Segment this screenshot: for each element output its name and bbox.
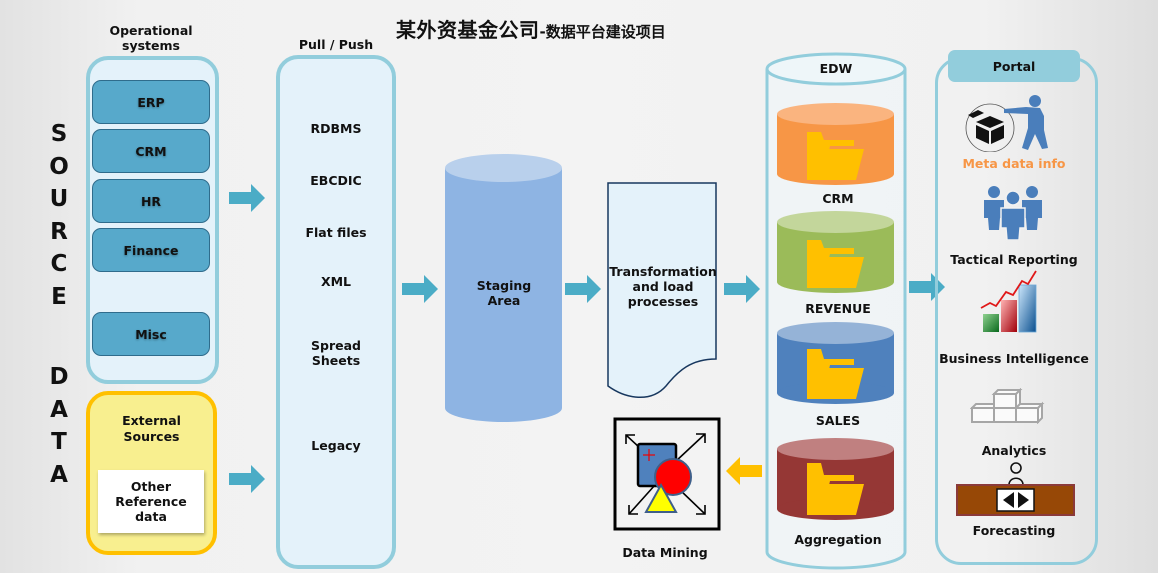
- title-main: 某外资基金公司: [396, 18, 540, 42]
- transformation-label: Transformation and load processes: [606, 264, 720, 309]
- source-type-legacy: Legacy: [311, 438, 361, 453]
- data-vertical-label: D A T A: [44, 361, 74, 491]
- line: Spread: [311, 338, 361, 353]
- arrow-left-icon: [726, 457, 762, 485]
- transformation-document[interactable]: [606, 181, 720, 403]
- metadata-icon[interactable]: [964, 92, 1054, 152]
- line: Sheets: [311, 353, 361, 368]
- op-item-crm[interactable]: CRM: [92, 129, 210, 173]
- arrow-right-icon: [229, 465, 265, 493]
- portal-item-metadata[interactable]: Meta data info: [962, 156, 1066, 171]
- source-vertical-label: S O U R C E: [44, 118, 74, 313]
- forecast-icon: [956, 462, 1075, 516]
- folder-icon: [807, 240, 864, 288]
- external-heading: External Sources: [86, 413, 217, 445]
- edw-store-sales[interactable]: [776, 321, 896, 406]
- portal-item-tactical-reporting[interactable]: Tactical Reporting: [950, 252, 1078, 267]
- source-type-xml: XML: [320, 274, 352, 289]
- edw-store-label-sales: SALES: [815, 413, 861, 428]
- op-item-hr[interactable]: HR: [92, 179, 210, 223]
- source-type-spreadsheets: Spread Sheets: [278, 338, 394, 368]
- other-reference-data-box[interactable]: Other Reference data: [98, 470, 204, 533]
- heading-line: Sources: [123, 429, 180, 444]
- letter: C: [50, 251, 68, 277]
- line: Area: [487, 293, 521, 308]
- letter: S: [50, 121, 68, 147]
- op-item-misc[interactable]: Misc: [92, 312, 210, 356]
- edw-store-label-aggregation: Aggregation: [794, 532, 882, 547]
- data-mining-label: Data Mining: [622, 545, 708, 560]
- title-sub: -数据平台建设项目: [539, 23, 666, 41]
- edw-heading: EDW: [819, 61, 853, 76]
- line: Transformation: [609, 264, 717, 279]
- ref-line: data: [135, 509, 167, 524]
- line: processes: [627, 294, 699, 309]
- line: Staging: [476, 278, 532, 293]
- bar-chart-icon: [980, 270, 1037, 333]
- letter: E: [51, 283, 67, 310]
- portal-heading: Portal: [948, 50, 1080, 82]
- pull-push-group: [276, 55, 396, 569]
- source-type-ebcdic: EBCDIC: [310, 173, 362, 188]
- letter: U: [49, 186, 69, 212]
- arrow-right-icon: [565, 275, 601, 303]
- source-type-rdbms: RDBMS: [310, 121, 362, 136]
- pull-push-heading: Pull / Push: [298, 37, 374, 52]
- letter: D: [49, 364, 69, 390]
- arrow-right-icon: [229, 184, 265, 212]
- line: and load: [632, 279, 694, 294]
- edw-store-label-crm: CRM: [822, 191, 854, 206]
- page-title: 某外资基金公司-数据平台建设项目: [396, 14, 666, 43]
- staging-area-label: Staging Area: [444, 278, 564, 308]
- ref-line: Other: [130, 479, 172, 494]
- letter: A: [50, 396, 68, 423]
- edw-store-crm[interactable]: [776, 102, 896, 187]
- letter: A: [50, 461, 68, 488]
- edw-store-label-revenue: REVENUE: [805, 301, 871, 316]
- letter: O: [49, 153, 69, 180]
- heading-line: Operational: [109, 23, 193, 38]
- source-type-flat-files: Flat files: [305, 225, 367, 240]
- edw-store-aggregation[interactable]: [776, 437, 896, 522]
- heading-line: systems: [122, 38, 180, 53]
- ref-line: Reference: [115, 494, 187, 509]
- op-item-finance[interactable]: Finance: [92, 228, 210, 272]
- portal-item-business-intelligence[interactable]: Business Intelligence: [939, 351, 1089, 366]
- people-icon: [984, 186, 1042, 240]
- portal-item-forecasting[interactable]: Forecasting: [972, 523, 1056, 538]
- cubes-icon: [970, 388, 1045, 424]
- folder-icon: [807, 349, 864, 399]
- arrow-right-icon: [402, 275, 438, 303]
- letter: T: [51, 429, 67, 455]
- operational-heading: Operational systems: [96, 23, 206, 53]
- letter: R: [50, 218, 68, 245]
- op-item-erp[interactable]: ERP: [92, 80, 210, 124]
- data-mining-icon[interactable]: [613, 417, 723, 532]
- arrow-right-icon: [724, 275, 760, 303]
- heading-line: External: [122, 413, 181, 428]
- folder-icon: [807, 463, 864, 515]
- staging-area-cylinder[interactable]: [444, 153, 564, 425]
- edw-store-revenue[interactable]: [776, 210, 896, 295]
- folder-icon: [807, 132, 864, 180]
- portal-item-analytics[interactable]: Analytics: [981, 443, 1047, 458]
